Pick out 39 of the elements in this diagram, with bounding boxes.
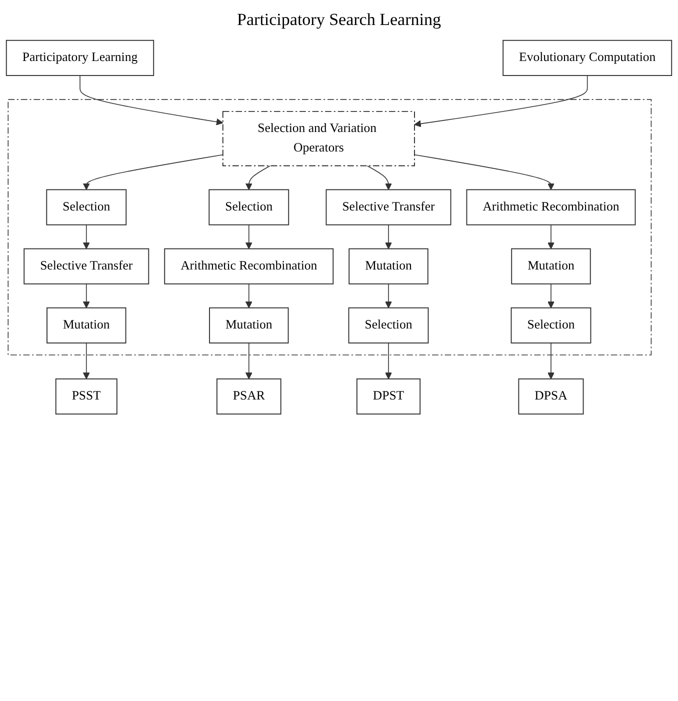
arrow: [82, 224, 90, 250]
node-box: PSST: [55, 378, 118, 415]
arrow: [245, 342, 252, 380]
node-box: Selection: [46, 189, 127, 226]
arrow: [245, 224, 252, 250]
node-box: Selective Transfer: [24, 248, 150, 284]
node-box: Selection: [348, 307, 429, 344]
node-box: Mutation: [348, 248, 428, 284]
arrow: [414, 75, 588, 128]
arrow: [366, 165, 392, 190]
node-box: Arithmetic Recombination: [466, 189, 636, 226]
node-box: DPSA: [518, 378, 584, 415]
node-box: Mutation: [209, 307, 289, 344]
arrow: [384, 342, 392, 380]
arrow: [82, 342, 90, 380]
node-box: Selection: [510, 307, 592, 344]
node-box: DPST: [356, 378, 421, 415]
arrow: [547, 224, 554, 250]
arrow: [82, 154, 224, 190]
node-box: PSAR: [216, 378, 282, 415]
cluster: [8, 99, 652, 356]
node-box: Selective Transfer: [326, 189, 452, 226]
arrow: [414, 154, 554, 190]
arrow: [80, 75, 224, 126]
node-box: Evolutionary Computation: [502, 40, 672, 76]
arrow: [547, 284, 554, 308]
arrow: [245, 165, 271, 190]
node-box: Mutation: [511, 248, 591, 284]
arrow: [384, 284, 392, 308]
node-box: Selection: [208, 189, 290, 226]
arrow: [547, 342, 554, 380]
arrow: [384, 224, 392, 250]
node-box: Mutation: [46, 307, 126, 344]
node-box: Arithmetic Recombination: [164, 248, 334, 284]
node-box: Participatory Learning: [6, 40, 154, 76]
diagram-title: Participatory Search Learning: [236, 10, 442, 30]
arrow: [82, 284, 90, 308]
node-box: Selection and Variation Operators: [222, 110, 415, 166]
arrow: [245, 284, 252, 308]
